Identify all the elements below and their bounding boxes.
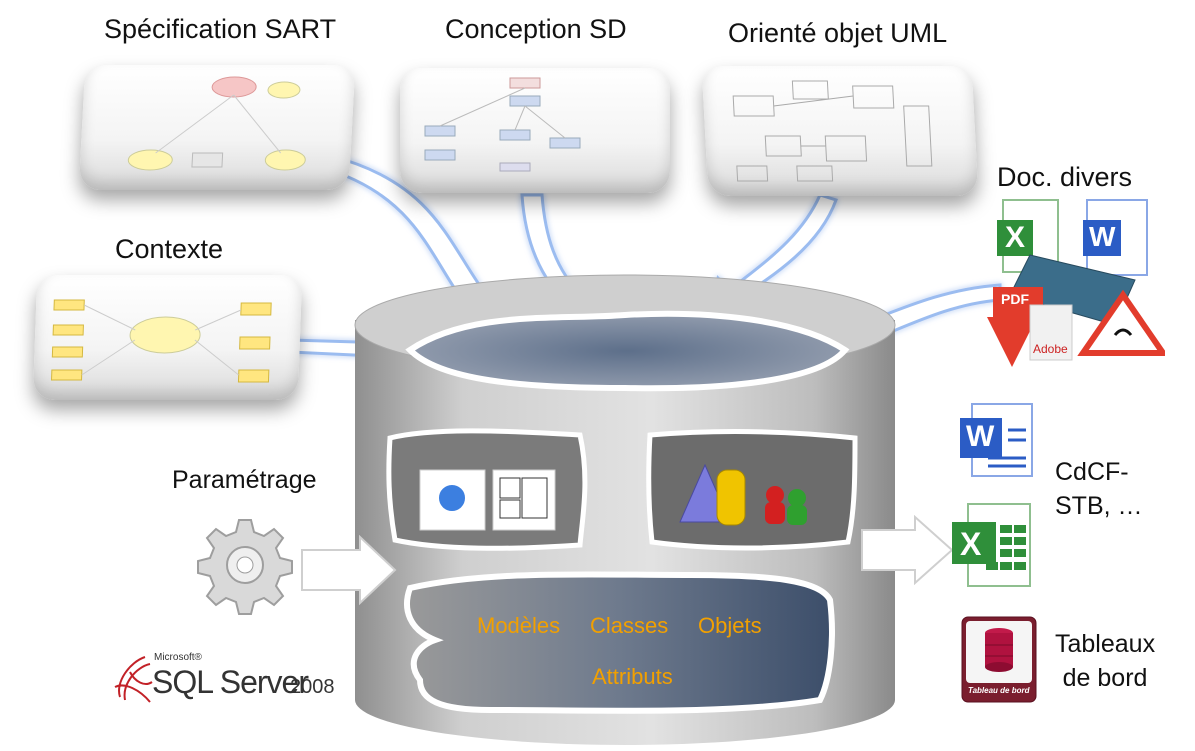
source-sd-title: Conception SD [445,14,627,44]
contexte-diagram-thumbnail [32,275,303,400]
word-attributs: Attributs [592,664,673,689]
output-arrow [861,515,954,585]
source-docs-title: Doc. divers [997,162,1133,192]
adobe-label: Adobe [1033,342,1068,356]
models-icons [418,468,558,533]
cdcf-line1: CdCF- [1055,458,1129,486]
tableaux-line1: Tableaux [1055,630,1156,658]
logo-product: SQL Server [152,664,309,700]
classes-objects-icons [675,460,825,530]
excel-letter: X [1005,221,1026,254]
word-modeles: Modèles [477,613,561,638]
word-classes: Classes [590,613,669,638]
word-doc-letter: W [966,420,995,453]
gear-icon [197,519,293,615]
sart-diagram-thumbnail [78,65,356,190]
tableau-de-bord-icon: Tableau de bord [960,615,1040,705]
word-letter: W [1089,221,1116,252]
excel-doc-letter: X [960,526,982,562]
word-doc-icon: W [958,400,1038,480]
logo-brand: Microsoft® [154,652,202,663]
pdf-label: PDF [1001,291,1029,307]
cdcf-line2: STB, … [1055,492,1143,520]
source-uml-title: Orienté objet UML [728,18,948,48]
excel-doc-icon: X [950,500,1035,590]
cdcf-label: CdCF- STB, … [1055,455,1143,523]
uml-diagram-thumbnail [701,66,979,196]
tableau-icon-caption: Tableau de bord [968,686,1030,695]
source-sart-title: Spécification SART [104,14,337,44]
sql-server-logo: Microsoft® SQL Server 2008 [110,652,340,712]
source-contexte-title: Contexte [115,234,224,264]
parametrage-label: Paramétrage [172,466,317,494]
logo-version: 2008 [290,676,335,698]
sql-server-swirl-icon [114,656,153,703]
input-arrow [301,535,397,605]
word-objets: Objets [698,613,762,638]
docs-icon-cluster: X W PDF Adobe [975,195,1169,370]
tableaux-label: Tableaux de bord [1055,627,1155,695]
sd-diagram-thumbnail [400,68,670,193]
tableaux-line2: de bord [1062,664,1148,692]
